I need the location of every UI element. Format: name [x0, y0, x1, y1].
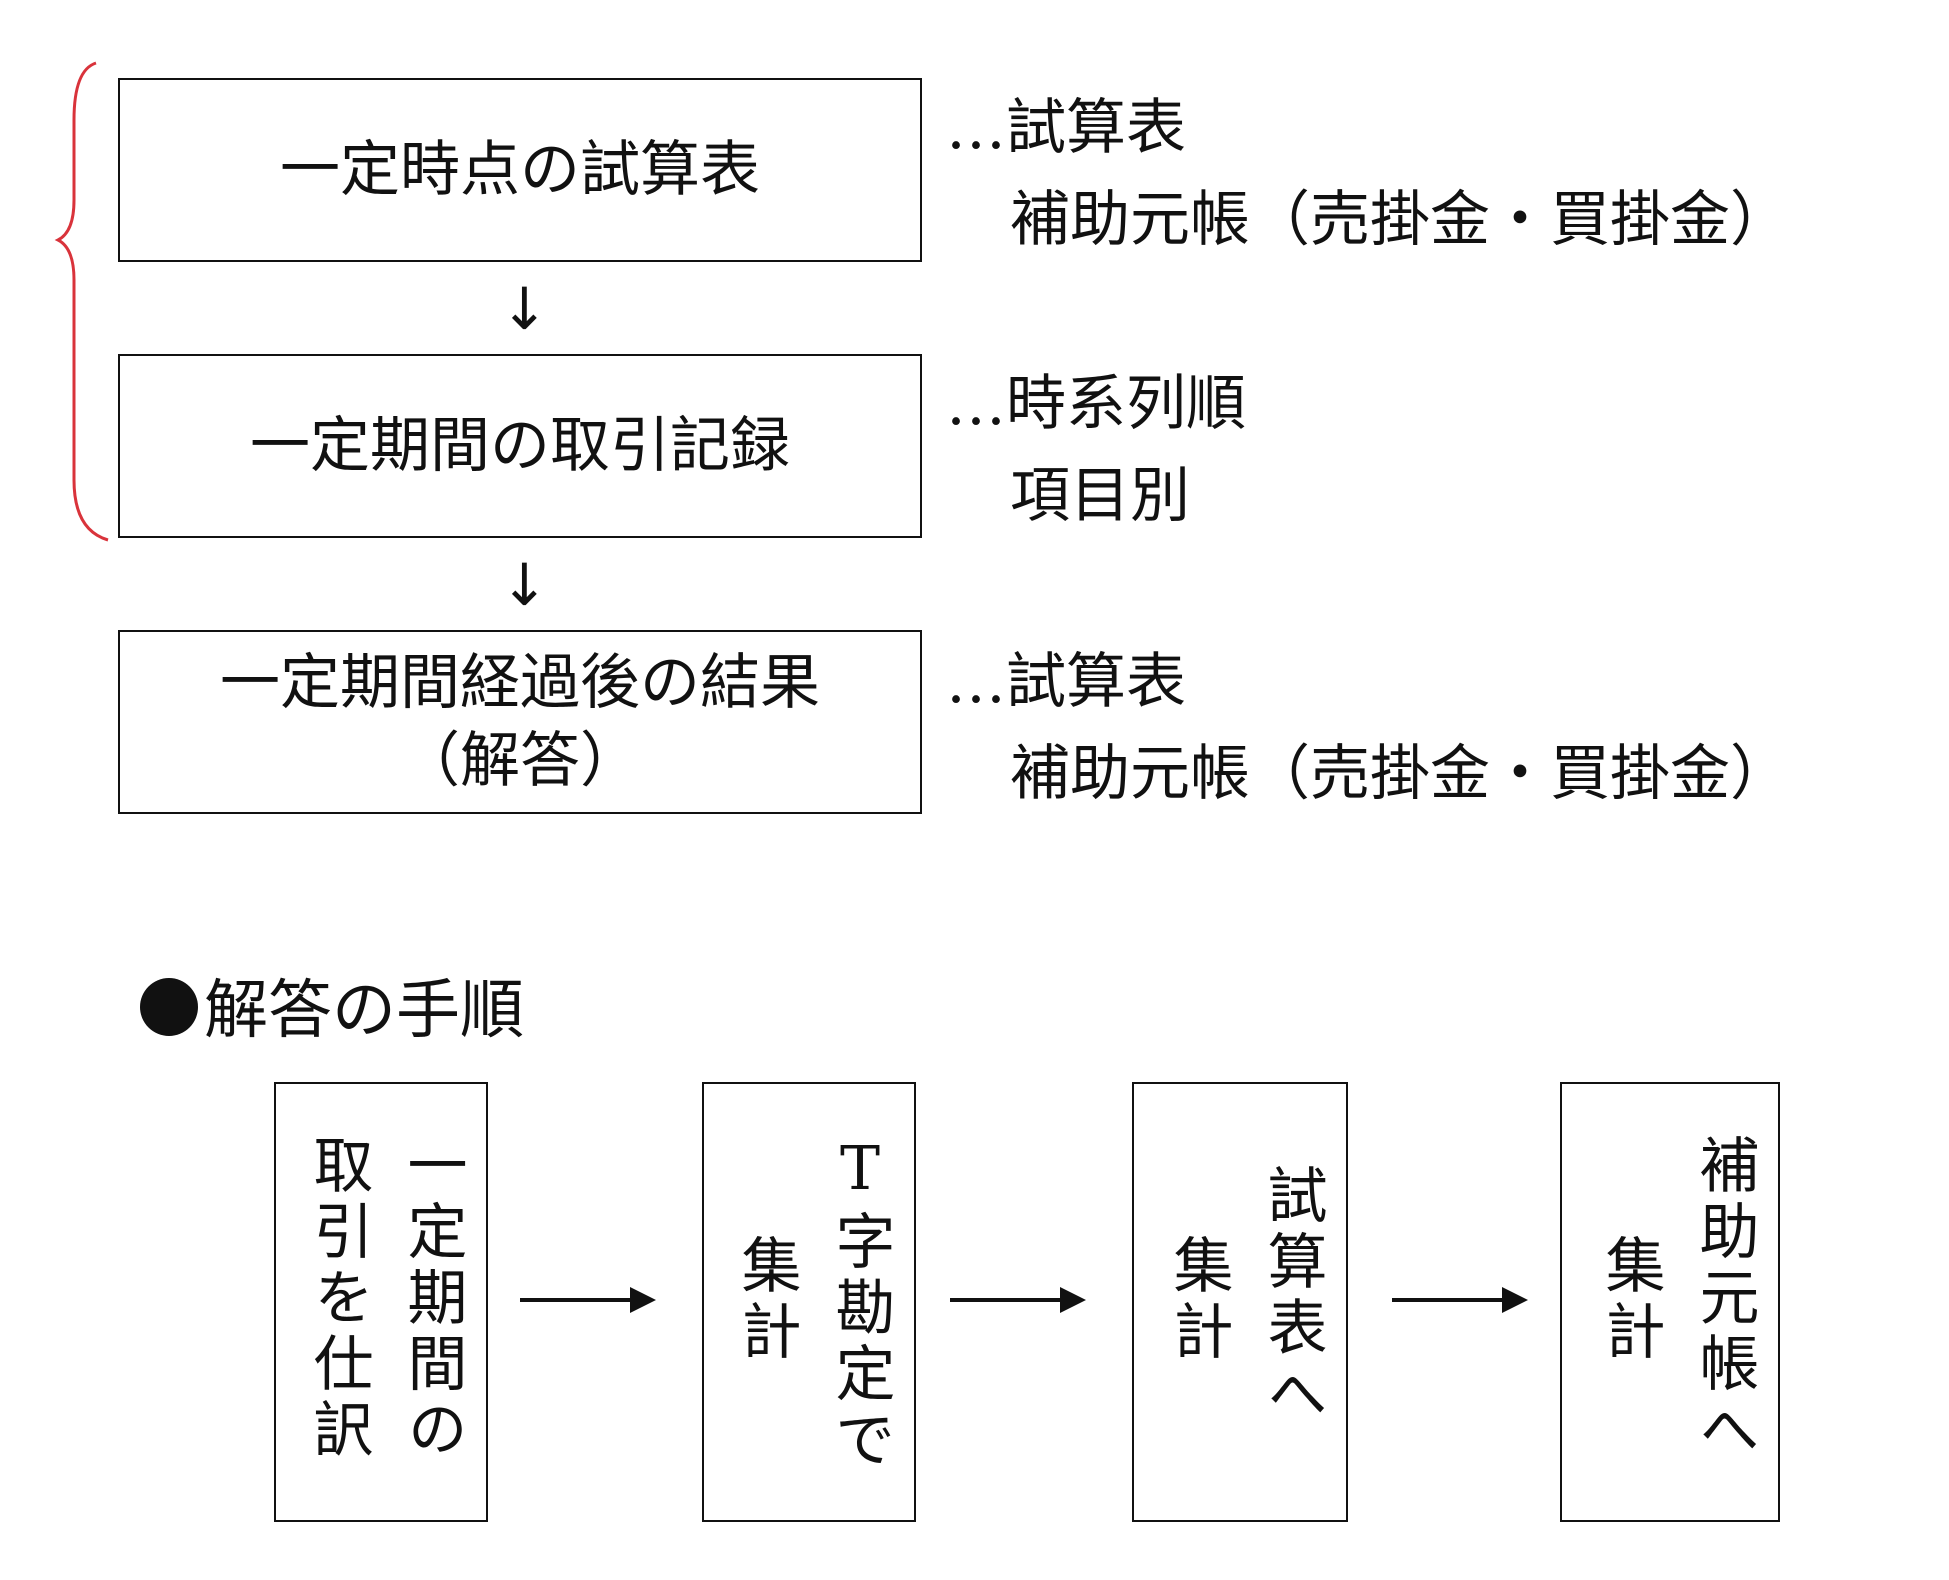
note-3-line1: …試算表 [946, 647, 1186, 717]
box-text: 一定期間の取引記録 [250, 411, 790, 481]
box-transaction-record: 一定期間の取引記録 [118, 354, 922, 538]
step-3-col1: 試算表へ [1257, 1164, 1327, 1428]
down-arrow-2: ↓ [500, 551, 549, 619]
box-text-line1: 一定期間経過後の結果 [220, 648, 820, 718]
right-arrow-3 [1392, 1287, 1528, 1313]
step-box-3: 試算表へ 集計 [1132, 1082, 1348, 1522]
note-2-line1: …時系列順 [946, 369, 1246, 439]
step-4-col2: 集計 [1595, 1234, 1665, 1366]
step-4-col1: 補助元帳へ [1689, 1134, 1759, 1464]
box-text-line2: （解答） [400, 726, 640, 796]
bullet-icon [140, 978, 198, 1036]
procedure-heading: 解答の手順 [140, 978, 524, 1043]
right-arrow-1 [520, 1287, 656, 1313]
brace-path [54, 61, 109, 542]
note-2-line2: 項目別 [1010, 461, 1190, 531]
note-3-line2: 補助元帳（売掛金・買掛金） [1010, 739, 1790, 809]
box-result: 一定期間経過後の結果 （解答） [118, 630, 922, 814]
step-1-col2: 取引を仕訳 [303, 1134, 373, 1464]
step-box-2: T字勘定で 集計 [702, 1082, 916, 1522]
right-arrow-2 [950, 1287, 1086, 1313]
step-box-1: 一定期間の 取引を仕訳 [274, 1082, 488, 1522]
box-text: 一定時点の試算表 [280, 135, 760, 205]
down-arrow-1: ↓ [500, 275, 549, 343]
note-1-line2: 補助元帳（売掛金・買掛金） [1010, 185, 1790, 255]
step-2-col1: T字勘定で [825, 1134, 895, 1474]
procedure-heading-text: 解答の手順 [204, 974, 524, 1048]
step-box-4: 補助元帳へ 集計 [1560, 1082, 1780, 1522]
box-trial-balance-point: 一定時点の試算表 [118, 78, 922, 262]
note-1-line1: …試算表 [946, 93, 1186, 163]
step-2-col2: 集計 [731, 1234, 801, 1366]
step-1-col1: 一定期間の [397, 1134, 467, 1464]
step-3-col2: 集計 [1163, 1234, 1233, 1366]
